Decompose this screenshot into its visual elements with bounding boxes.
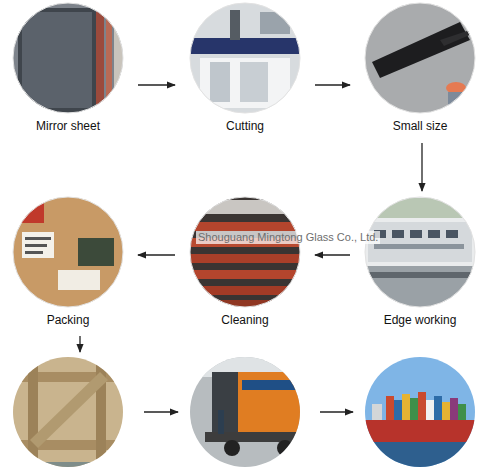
- cutting-photo: [185, 0, 305, 120]
- step-circle-outline: [365, 197, 475, 307]
- process-step: Edge working: [356, 197, 484, 331]
- cleaning-photo: [185, 195, 305, 315]
- step-label: Small size: [356, 119, 484, 134]
- step-label: Cutting: [181, 119, 309, 134]
- step-circle: [181, 197, 309, 309]
- step-label: Cleaning: [181, 313, 309, 328]
- step-circle-outline: [190, 197, 300, 307]
- flow-arrow: [320, 411, 353, 412]
- step-label: Mirror sheet: [4, 119, 132, 134]
- step-circle: [4, 197, 132, 309]
- process-step: Cutting: [181, 3, 309, 137]
- step-circle: [181, 3, 309, 115]
- step-circle: [356, 197, 484, 309]
- process-step: Mirror sheet: [4, 3, 132, 137]
- step-circle: [356, 3, 484, 115]
- step-label: Packing: [4, 313, 132, 328]
- packing-photo: [10, 195, 130, 315]
- step-circle: [4, 3, 132, 115]
- truck-photo: [185, 355, 310, 475]
- process-step: Packing: [4, 197, 132, 331]
- flow-arrow: [144, 411, 178, 412]
- crate-photo: [10, 355, 130, 475]
- step-circle-outline: [365, 3, 475, 113]
- flow-arrow: [315, 84, 350, 85]
- watermark: Shouguang Mingtong Glass Co., Ltd.: [196, 231, 380, 244]
- step-circle-outline: [13, 197, 123, 307]
- process-step: Cleaning: [181, 197, 309, 331]
- ship-photo: [360, 355, 480, 475]
- flow-arrow: [315, 254, 350, 255]
- flow-arrow: [138, 84, 175, 85]
- step-circle-outline: [13, 3, 123, 113]
- flow-arrow: [421, 143, 422, 191]
- process-step: Small size: [356, 3, 484, 137]
- step-circle-outline: [190, 3, 300, 113]
- edge-working-photo: [360, 195, 480, 316]
- flow-arrow: [79, 336, 80, 352]
- mirror-sheet-photo: [10, 0, 130, 120]
- flow-arrow: [138, 254, 175, 255]
- step-label: Edge working: [356, 313, 484, 328]
- small-size-photo: [360, 0, 480, 120]
